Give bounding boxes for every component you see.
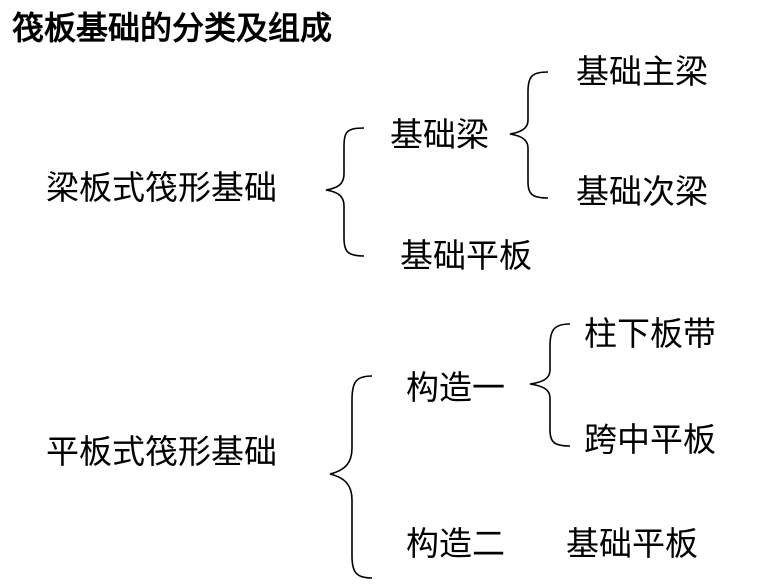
node-construction-2: 构造二 xyxy=(406,524,505,563)
diagram-title: 筏板基础的分类及组成 xyxy=(12,9,333,47)
node-foundation-slab-2: 基础平板 xyxy=(566,524,698,563)
brace-foundation-beam xyxy=(509,71,549,199)
node-flat-slab-raft: 平板式筏形基础 xyxy=(46,432,277,471)
node-column-strip: 柱下板带 xyxy=(584,314,716,353)
node-secondary-beam: 基础次梁 xyxy=(576,172,708,211)
brace-group-1 xyxy=(325,127,365,257)
node-foundation-beam: 基础梁 xyxy=(390,115,489,154)
brace-construction-1 xyxy=(529,323,571,447)
node-middle-strip: 跨中平板 xyxy=(584,420,716,459)
node-construction-1: 构造一 xyxy=(406,368,505,407)
brace-group-2 xyxy=(329,375,373,579)
node-beam-slab-raft: 梁板式筏形基础 xyxy=(46,168,277,207)
node-main-beam: 基础主梁 xyxy=(576,52,708,91)
node-foundation-slab-1: 基础平板 xyxy=(400,236,532,275)
